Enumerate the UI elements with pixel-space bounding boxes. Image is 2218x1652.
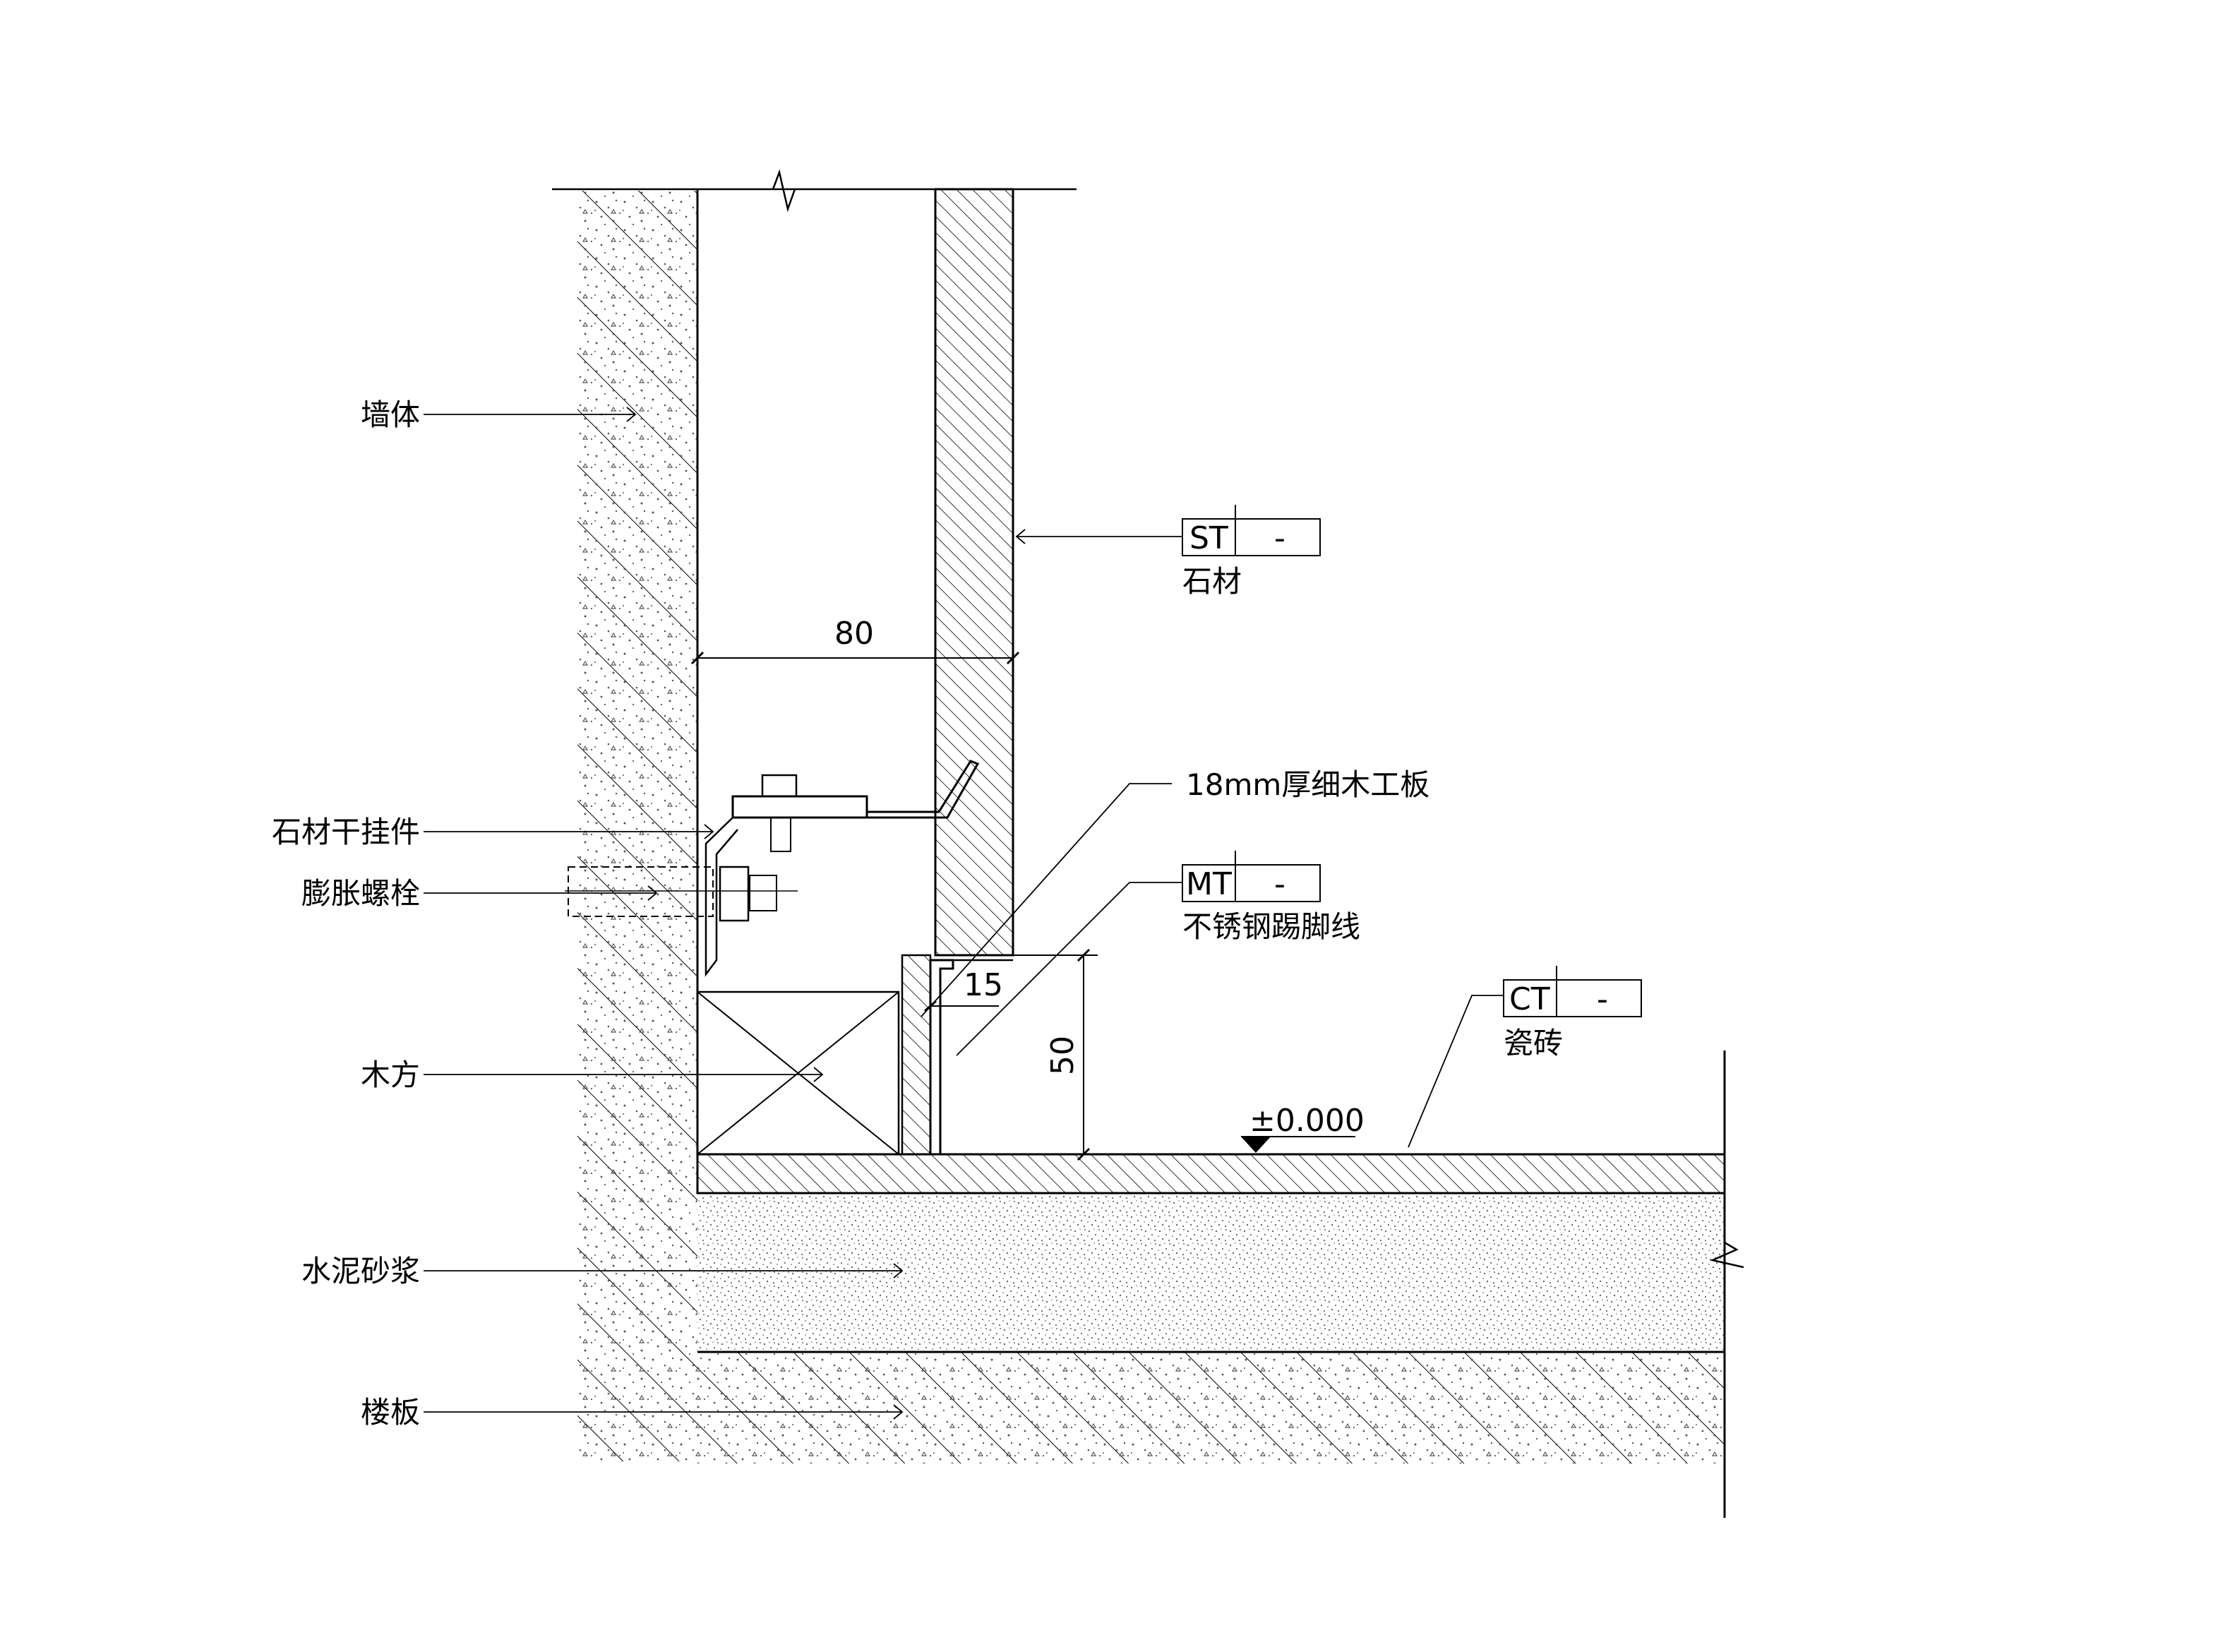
wall-section (577, 191, 699, 1461)
mortar-layer (697, 1192, 1725, 1353)
break-line-right (1710, 1051, 1744, 1518)
stone-panel (934, 188, 1014, 957)
timber-block (696, 990, 900, 1156)
level-value: ±0.000 (1249, 1103, 1365, 1139)
tag-metal-suffix: - (1274, 866, 1285, 902)
label-slab: 楼板 (361, 1395, 420, 1430)
tag-stone (1182, 505, 1321, 556)
tag-metal (1182, 851, 1321, 902)
stainless-skirting (929, 959, 1013, 1154)
dimension-cavity (690, 651, 1020, 665)
tag-tile-suffix: - (1597, 981, 1608, 1017)
tag-tile-name: 瓷砖 (1504, 1026, 1563, 1060)
label-bracket: 石材干挂件 (272, 815, 420, 849)
label-anchor-bolt: 膨胀螺栓 (301, 876, 420, 911)
dimension-80: 80 (834, 616, 874, 652)
level-marker (1241, 1136, 1355, 1153)
label-wall: 墙体 (361, 397, 420, 432)
tag-stone-name: 石材 (1182, 564, 1242, 599)
tag-tile-code: CT (1509, 981, 1550, 1017)
label-mortar: 水泥砂浆 (301, 1254, 420, 1288)
plywood-board (901, 954, 932, 1156)
tag-metal-code: MT (1186, 866, 1232, 902)
label-plywood: 18mm厚细木工板 (1186, 767, 1429, 802)
tag-stone-code: ST (1189, 520, 1228, 556)
tag-tile (1503, 966, 1642, 1017)
tag-metal-name: 不锈钢踢脚线 (1182, 909, 1360, 944)
dimension-skirting-offset (924, 1000, 999, 1012)
floor-slab (697, 1352, 1725, 1464)
leader-lines (424, 407, 1504, 1420)
anchor-bolt (565, 866, 798, 922)
dimension-50: 50 (1045, 1036, 1081, 1075)
tag-stone-suffix: - (1274, 520, 1285, 556)
tile-layer (696, 1153, 1726, 1195)
dimension-15: 15 (964, 967, 1003, 1003)
label-timber: 木方 (361, 1058, 420, 1092)
dimension-skirting-height (1002, 948, 1098, 1161)
dry-hang-bracket (705, 760, 980, 977)
